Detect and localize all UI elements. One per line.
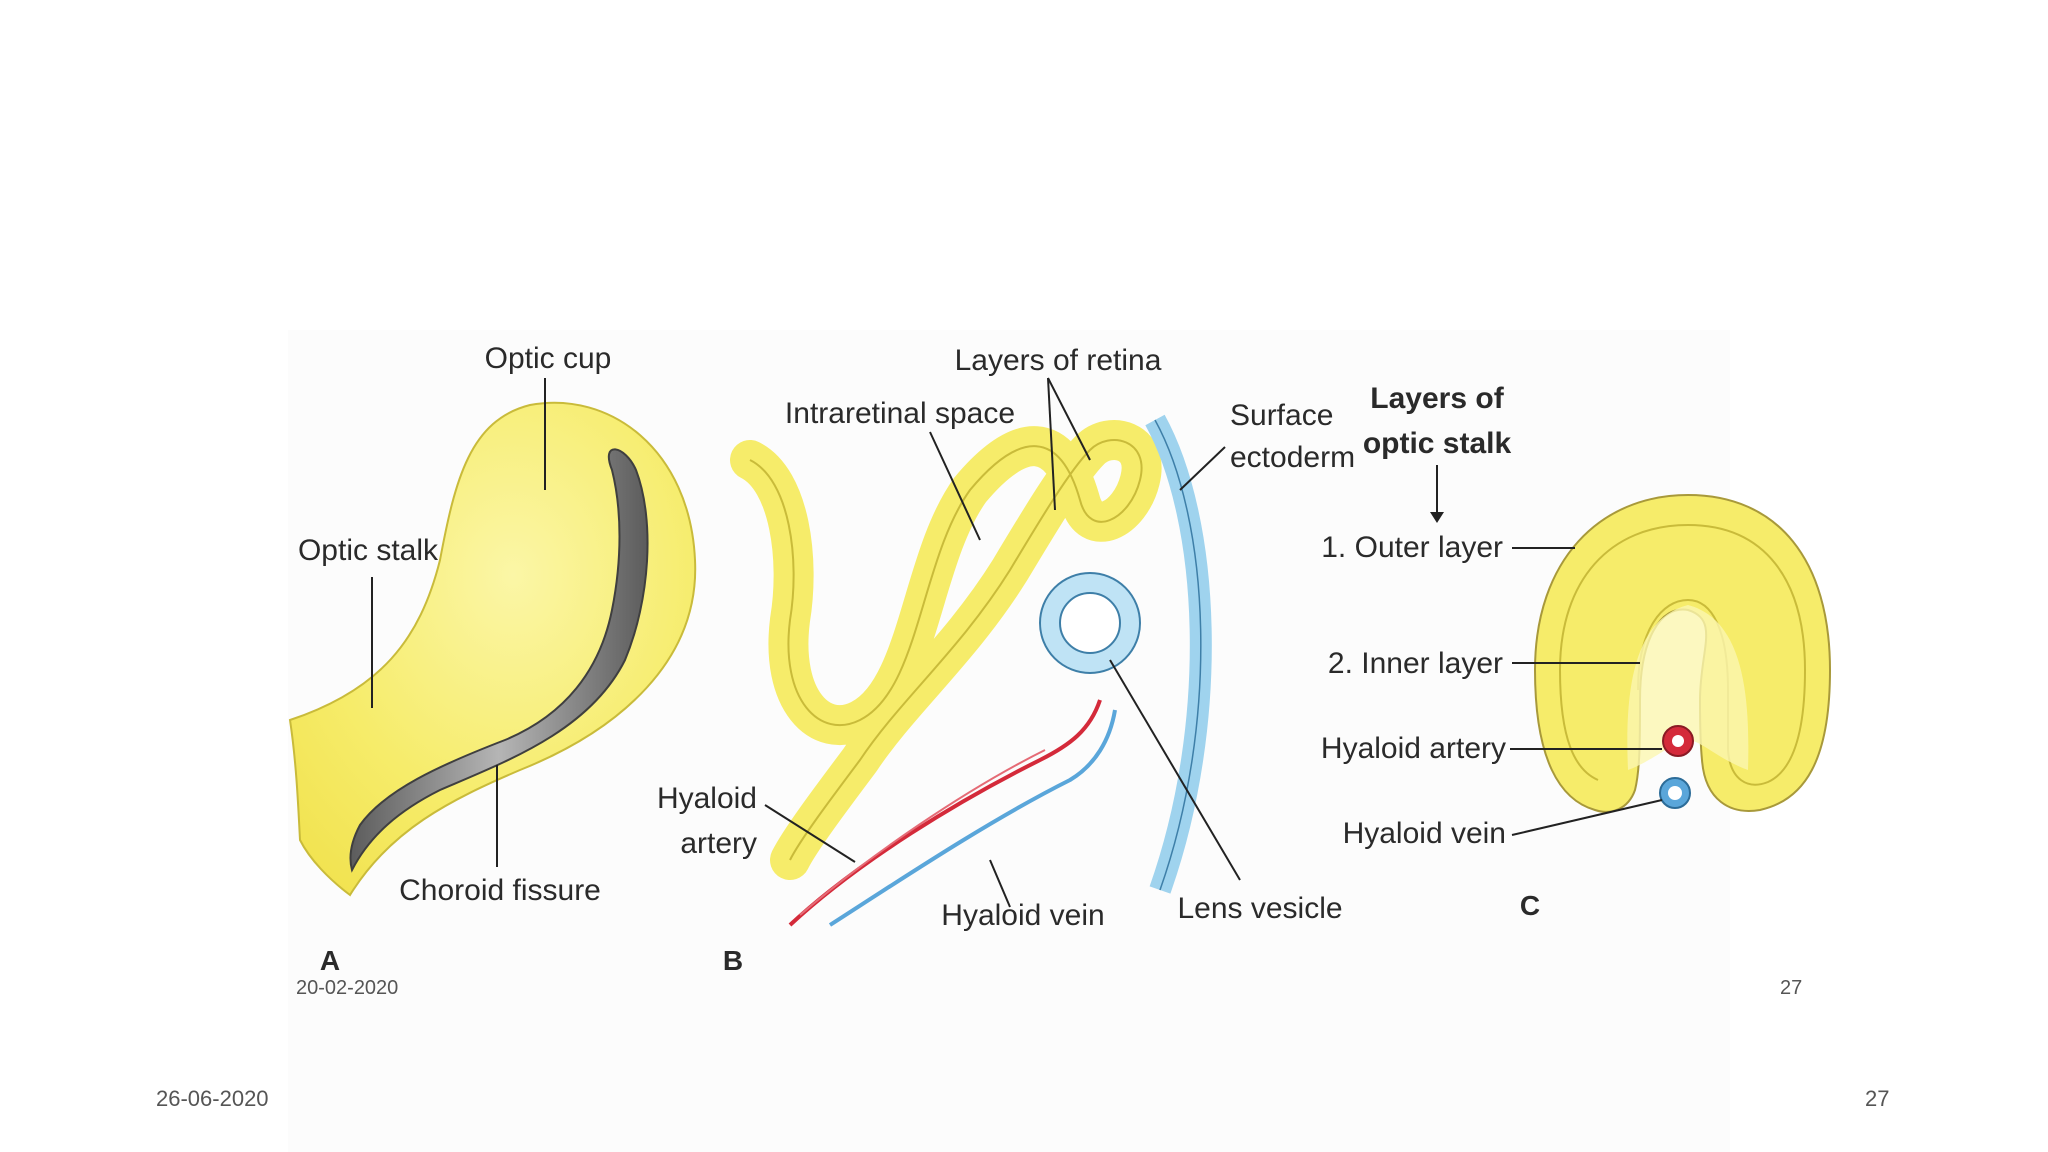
panel-a: Optic cup Optic stalk Choroid fissure A <box>288 342 697 976</box>
slide-footer-page: 27 <box>1865 1086 1890 1111</box>
hyaloid-vein-lumen <box>1668 786 1682 800</box>
label-panel-c: C <box>1520 890 1540 921</box>
label-optic-stalk: Optic stalk <box>298 534 439 567</box>
label-outer-layer: 1. Outer layer <box>1321 531 1503 564</box>
lens-vesicle-cavity <box>1059 592 1121 654</box>
hyaloid-artery-vessel-2 <box>799 749 1046 916</box>
label-hyaloid-artery-line1: Hyaloid <box>657 782 757 815</box>
surface-ectoderm <box>1145 414 1212 894</box>
label-surface-line2: ectoderm <box>1230 441 1355 474</box>
optic-stalk-inner-core <box>1627 605 1749 770</box>
label-stalk-title-line2: optic stalk <box>1363 427 1512 460</box>
retina-layer-outline-1 <box>749 439 1143 861</box>
label-hyaloid-vein-c: Hyaloid vein <box>1343 817 1506 850</box>
surface-ectoderm-outline <box>1154 419 1202 891</box>
optic-stalk-inner-outline <box>1558 523 1807 786</box>
slide-footer-date: 26-06-2020 <box>156 1086 269 1111</box>
panel-c: Layers of optic stalk 1. Outer layer 2. … <box>1321 382 1832 921</box>
label-panel-a: A <box>320 945 340 976</box>
image-footer-date: 20-02-2020 <box>296 977 399 999</box>
image-footer-page: 27 <box>1780 977 1803 999</box>
label-stalk-title-line1: Layers of <box>1370 382 1504 415</box>
label-hyaloid-artery-c: Hyaloid artery <box>1321 732 1506 765</box>
label-hyaloid-artery-line2: artery <box>680 827 757 860</box>
label-choroid-fissure: Choroid fissure <box>399 874 601 907</box>
hyaloid-vein-vessel <box>828 709 1117 927</box>
label-intraretinal-space: Intraretinal space <box>785 397 1015 430</box>
label-hyaloid-vein-b: Hyaloid vein <box>941 899 1104 932</box>
label-lens-vesicle: Lens vesicle <box>1177 892 1342 925</box>
label-panel-b: B <box>723 945 743 976</box>
choroid-fissure-groove <box>349 448 649 873</box>
label-inner-layer: 2. Inner layer <box>1328 647 1503 680</box>
label-surface-line1: Surface <box>1230 399 1333 432</box>
panel-b: Layers of retina Intraretinal space Surf… <box>657 344 1355 976</box>
hyaloid-artery-lumen <box>1672 735 1684 747</box>
label-optic-cup: Optic cup <box>485 342 612 375</box>
label-layers-of-retina: Layers of retina <box>955 344 1162 377</box>
optic-cup-shape <box>288 401 697 897</box>
